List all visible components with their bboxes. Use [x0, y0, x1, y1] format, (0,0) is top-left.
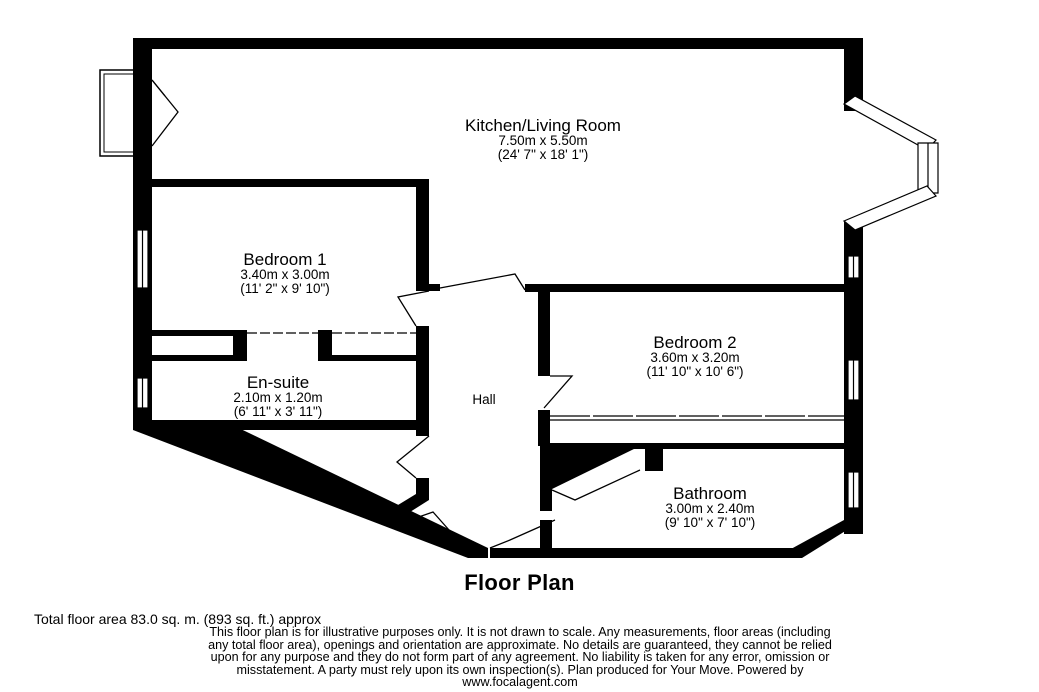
wall-wardrobe-stub-b — [318, 330, 332, 360]
walls — [133, 38, 863, 558]
bedroom2-name: Bedroom 2 — [653, 333, 736, 352]
hall-name: Hall — [472, 392, 495, 407]
door-balcony — [151, 79, 179, 147]
wall-bedroom1-lower-right — [416, 326, 429, 436]
door-entrance-b — [489, 519, 556, 549]
floor-plan-drawing: Kitchen/Living Room 7.50m x 5.50m (24' 7… — [99, 38, 939, 558]
door-ensuite — [395, 435, 430, 479]
room-labels: Kitchen/Living Room 7.50m x 5.50m (24' 7… — [233, 116, 755, 530]
bay-window-upper — [842, 95, 937, 151]
door-entrance — [409, 511, 466, 549]
disclaimer-line: This floor plan is for illustrative purp… — [209, 625, 831, 639]
bay-window-lower — [842, 185, 938, 231]
bathroom-metric: 3.00m x 2.40m — [665, 501, 754, 516]
wall-bottom — [490, 548, 802, 558]
wall-bathroom-left — [540, 446, 552, 511]
disclaimer: This floor plan is for illustrative purp… — [20, 626, 1020, 689]
wall-bedroom1-top — [133, 179, 429, 187]
wall-ensuite-top-right — [318, 355, 428, 361]
bedroom1-name: Bedroom 1 — [243, 250, 326, 269]
wall-bedroom2-left-lower — [538, 410, 550, 446]
disclaimer-line: upon for any purpose and they do not for… — [210, 650, 830, 665]
kitchen-metric: 7.50m x 5.50m — [498, 133, 587, 148]
balcony-rail — [99, 69, 133, 157]
bathroom-name: Bathroom — [673, 484, 747, 503]
bedroom2-metric: 3.60m x 3.20m — [650, 350, 739, 365]
wall-hall-corner — [398, 478, 429, 512]
door-kitchen-hall — [439, 273, 526, 291]
wall-bathroom-left-lower — [540, 520, 552, 558]
doors — [151, 79, 844, 549]
disclaimer-link: www.focalagent.com — [462, 675, 578, 690]
bedroom1-metric: 3.40m x 3.00m — [240, 267, 329, 282]
ensuite-imperial: (6' 11" x 3' 11") — [234, 404, 323, 419]
kitchen-name: Kitchen/Living Room — [465, 116, 621, 135]
wall-right-upper — [844, 38, 863, 111]
wall-bathroom-top — [540, 443, 863, 449]
door-bathroom — [551, 469, 641, 501]
bedroom1-imperial: (11' 2" x 9' 10") — [240, 281, 330, 296]
disclaimer-line: misstatement. A party must rely upon its… — [236, 662, 804, 677]
wall-top — [133, 38, 863, 49]
door-bedroom2 — [543, 375, 574, 409]
bathroom-imperial: (9' 10" x 7' 10") — [665, 515, 756, 530]
wall-bedroom1-hallstub — [416, 284, 440, 291]
wall-bottom-left-diagonal — [133, 420, 488, 558]
wall-bedroom2-top — [525, 284, 863, 292]
kitchen-imperial: (24' 7" x 18' 1") — [498, 147, 589, 162]
wall-bathroom-stub — [645, 449, 663, 471]
wall-ensuite-top-left — [133, 355, 247, 361]
wall-bedroom1-right — [416, 179, 429, 291]
door-bedroom1 — [396, 290, 430, 327]
disclaimer-line: any total floor area), openings and orie… — [208, 637, 832, 652]
wall-bedroom2-left-upper — [538, 284, 550, 376]
windows — [99, 69, 939, 509]
wall-wardrobe-stub-a — [233, 330, 247, 360]
ensuite-name: En-suite — [247, 373, 309, 392]
ensuite-metric: 2.10m x 1.20m — [233, 390, 322, 405]
total-floor-area: Total floor area 83.0 sq. m. (893 sq. ft… — [34, 611, 322, 627]
plan-title: Floor Plan — [464, 570, 575, 595]
wall-ensuite-bottom — [133, 420, 429, 430]
bedroom2-imperial: (11' 10" x 10' 6") — [646, 364, 743, 379]
wall-bathroom-wedge — [540, 446, 640, 490]
